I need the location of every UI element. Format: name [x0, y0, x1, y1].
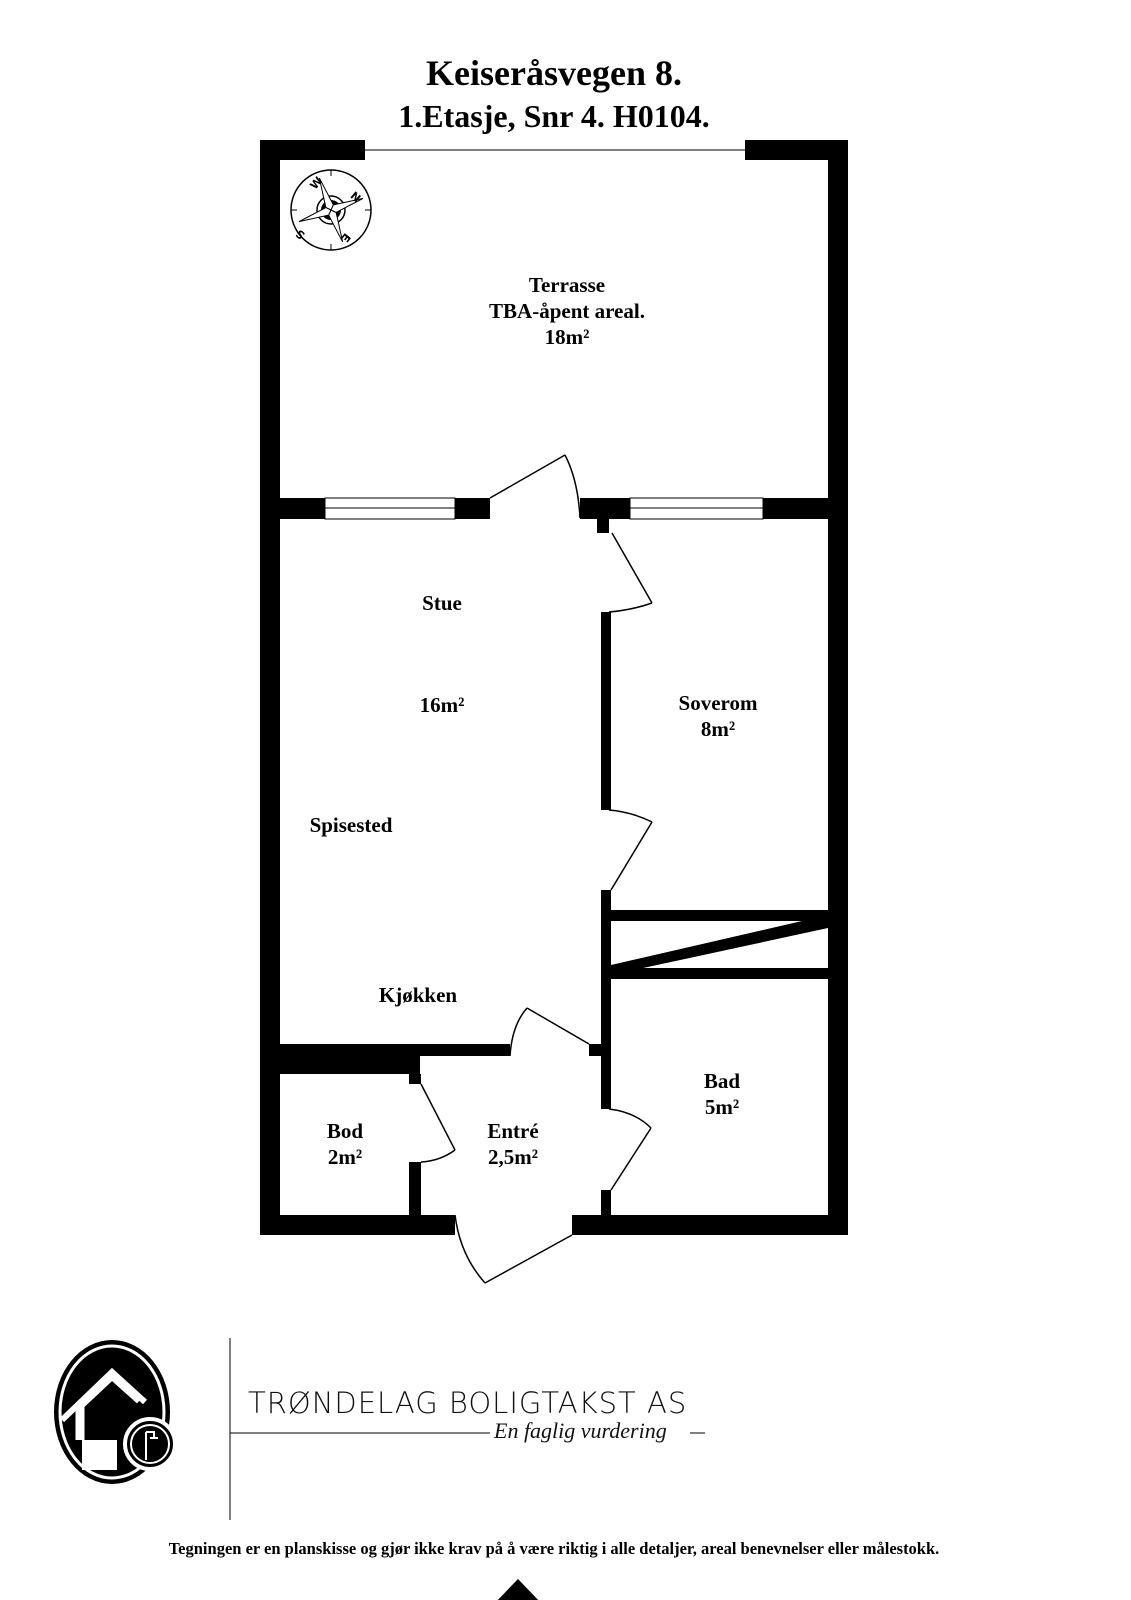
room-area: 18m² — [544, 325, 590, 349]
windows — [324, 149, 764, 520]
room-kjokken: Kjøkken — [378, 983, 458, 1007]
room-area: 5m² — [704, 1095, 740, 1119]
room-name: Entré — [487, 1119, 539, 1143]
room-stue-name: Stue — [422, 591, 462, 615]
room-area: 8m² — [700, 717, 736, 741]
compass-rose-icon: W N E S — [290, 169, 372, 251]
doors — [420, 454, 653, 1284]
room-name: Bad — [703, 1069, 741, 1093]
entrance-arrow-icon — [497, 1579, 539, 1600]
room-note: TBA-åpent areal. — [489, 299, 645, 323]
room-area: 2,5m² — [487, 1145, 539, 1169]
room-name: Bod — [326, 1119, 364, 1143]
room-name: Soverom — [678, 691, 758, 715]
walls — [260, 140, 848, 1235]
company-tagline: En faglig vurdering — [494, 1418, 667, 1443]
room-area: 2m² — [327, 1145, 363, 1169]
room-entre: Entré 2,5m² — [487, 1118, 538, 1170]
room-terrasse: Terrasse TBA-åpent areal. 18m² — [489, 272, 645, 350]
disclaimer-text: Tegningen er en planskisse og gjør ikke … — [168, 1539, 940, 1558]
house-shower-logo-icon — [54, 1340, 177, 1484]
company-name: TRØNDELAG BOLIGTAKST AS — [248, 1386, 688, 1420]
room-soverom: Soverom 8m² — [679, 690, 758, 742]
room-bod: Bod 2m² — [327, 1118, 363, 1170]
unit-subtitle: 1.Etasje, Snr 4. H0104. — [398, 98, 710, 134]
address-title: Keiseråsvegen 8. — [426, 53, 682, 93]
room-stue-area: 16m² — [419, 693, 465, 717]
room-spisested: Spisested — [309, 813, 393, 837]
room-name: Terrasse — [528, 273, 606, 297]
room-bad: Bad 5m² — [704, 1068, 740, 1120]
